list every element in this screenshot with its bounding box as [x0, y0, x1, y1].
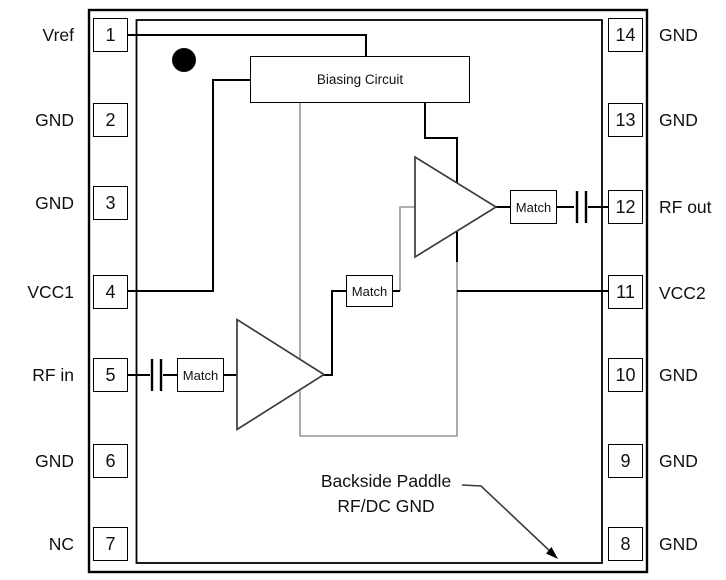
- pin1-marker-dot: [172, 48, 196, 72]
- output-match-block: Match: [510, 190, 557, 224]
- amp1-out-wire: [322, 290, 346, 376]
- pin-label-rf-in: RF in: [32, 365, 74, 385]
- pin-box-9: 9: [608, 444, 643, 478]
- pin-label-gnd-10: GND: [659, 365, 698, 385]
- pin-label-gnd-14: GND: [659, 25, 698, 45]
- biasing-circuit-block: Biasing Circuit: [250, 56, 470, 103]
- annotation-line-2: RF/DC GND: [337, 495, 435, 516]
- pin-label-gnd-9: GND: [659, 451, 698, 471]
- output-capacitor-icon: [575, 191, 588, 223]
- pin-box-12: 12: [608, 190, 643, 224]
- pin-label-gnd-2: GND: [35, 110, 74, 130]
- pin-label-vref: Vref: [42, 25, 74, 45]
- bias-loop-wire: [299, 103, 458, 437]
- pin-label-rf-out: RF out: [659, 197, 712, 217]
- annotation-leader-line: [461, 484, 554, 555]
- pin-label-gnd-8: GND: [659, 534, 698, 554]
- amplifier-stage1-icon: [236, 317, 326, 432]
- interstage-match-block: Match: [346, 275, 393, 307]
- pin-label-gnd-3: GND: [35, 193, 74, 213]
- pin-box-13: 13: [608, 103, 643, 137]
- annotation-arrowhead-icon: [546, 547, 558, 559]
- pin-label-gnd-13: GND: [659, 110, 698, 130]
- vcc1-wire: [128, 79, 250, 292]
- pin-box-2: 2: [93, 103, 128, 137]
- pin-box-5: 5: [93, 358, 128, 392]
- vref-wire: [128, 34, 367, 56]
- package-outline: [87, 8, 649, 574]
- pin-label-gnd-6: GND: [35, 451, 74, 471]
- pin-box-8: 8: [608, 527, 643, 561]
- backside-paddle-annotation: Backside Paddle RF/DC GND: [291, 469, 481, 518]
- pin-box-7: 7: [93, 527, 128, 561]
- pin-box-10: 10: [608, 358, 643, 392]
- pin-box-3: 3: [93, 186, 128, 220]
- amplifier-stage2-icon: [414, 155, 498, 259]
- pin-box-1: 1: [93, 18, 128, 52]
- pin-label-vcc2: VCC2: [659, 283, 706, 303]
- pin-label-vcc1: VCC1: [27, 282, 74, 302]
- input-capacitor-icon: [150, 359, 163, 391]
- pin-box-11: 11: [608, 275, 643, 309]
- pin-box-14: 14: [608, 18, 643, 52]
- interstage-to-amp2-wire: [399, 206, 416, 291]
- pin-box-4: 4: [93, 275, 128, 309]
- input-match-block: Match: [177, 358, 224, 392]
- pin-label-nc: NC: [48, 534, 74, 554]
- annotation-line-1: Backside Paddle: [320, 471, 452, 491]
- pin-box-6: 6: [93, 444, 128, 478]
